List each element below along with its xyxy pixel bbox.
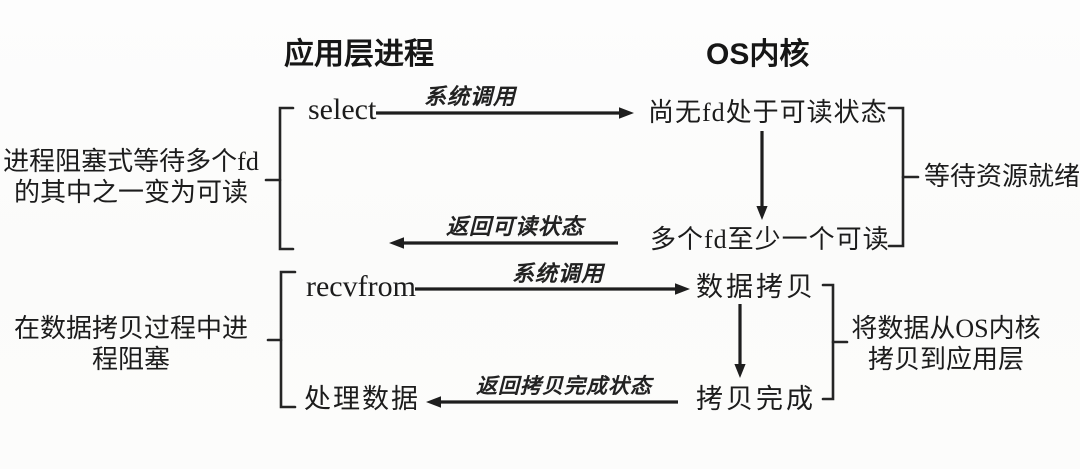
annotation-kernel-copy-line2: 拷贝到应用层 [867, 345, 1024, 374]
right-bottom-bracket [821, 283, 835, 401]
node-process-data: 处理数据 [304, 384, 420, 414]
node-data-copy: 数据拷贝 [696, 272, 816, 302]
annotation-wait-resource: 等待资源就绪 [924, 162, 1080, 191]
annotation-blocking-wait-line2: 的其中之一变为可读 [13, 178, 248, 207]
left-top-bracket [278, 106, 295, 251]
annotation-kernel-copy: 将数据从OS内核 拷贝到应用层 [844, 313, 1048, 375]
copy-progress-arrowhead [734, 364, 746, 378]
annotation-kernel-copy-line1: 将数据从OS内核 [851, 314, 1041, 343]
return-readable-arrowhead [389, 237, 404, 249]
syscall-top-arrowhead [619, 107, 634, 119]
annotation-blocking-wait-line1: 进程阻塞式等待多个fd [3, 147, 259, 176]
syscall-bottom-arrowhead [675, 283, 690, 295]
label-return-readable: 返回可读状态 [446, 214, 585, 239]
label-syscall-bottom: 系统调用 [512, 261, 605, 286]
return-copy-done-arrowhead [426, 396, 441, 408]
node-multi-fd-readable: 多个fd至少一个可读 [650, 225, 890, 254]
annotation-copy-blocking-line1: 在数据拷贝过程中进 [13, 314, 248, 343]
node-select: select [308, 93, 377, 126]
column-title-os-kernel: OS内核 [706, 38, 810, 71]
kernel-wait-arrowhead [756, 206, 768, 220]
node-no-fd-readable: 尚无fd处于可读状态 [648, 98, 888, 127]
annotation-blocking-wait: 进程阻塞式等待多个fd 的其中之一变为可读 [2, 146, 260, 208]
label-return-copy-done: 返回拷贝完成状态 [476, 374, 652, 398]
node-copy-done: 拷贝完成 [696, 384, 816, 414]
column-title-app-layer: 应用层进程 [284, 38, 434, 71]
node-recvfrom: recvfrom [306, 270, 416, 303]
annotation-copy-blocking: 在数据拷贝过程中进 程阻塞 [2, 313, 260, 375]
label-syscall-top: 系统调用 [424, 84, 517, 109]
right-top-bracket [887, 106, 905, 248]
left-bottom-bracket [279, 270, 297, 409]
annotation-copy-blocking-line2: 程阻塞 [91, 345, 170, 374]
